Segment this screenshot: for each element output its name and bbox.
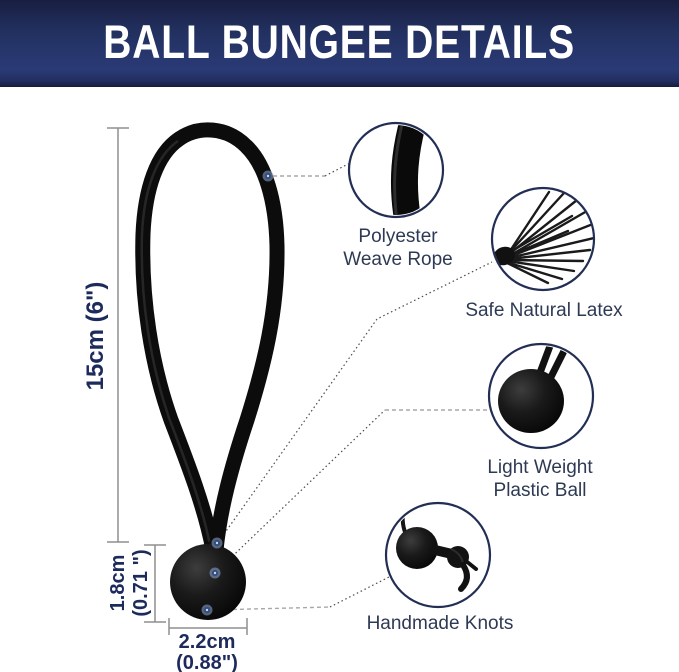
- leader-line-knot-end: [329, 576, 390, 608]
- callout-label-plastic-ball: Light Weight Plastic Ball: [487, 457, 593, 501]
- bungee-loop-sheen: [140, 139, 212, 546]
- callout-label-polyester: Polyester Weave Rope: [343, 226, 453, 270]
- marker-dot-ball-center: [209, 567, 221, 579]
- dim-label-loop-height: 15cm (6"): [82, 281, 109, 391]
- leader-line-ball: [216, 409, 386, 572]
- callout-label-handmade-knots: Handmade Knots: [366, 613, 514, 634]
- leader-lines: [211, 162, 493, 611]
- callout-label-latex: Safe Natural Latex: [465, 300, 623, 321]
- page-title: BALL BUNGEE DETAILS: [103, 15, 576, 68]
- dim-label-ball-width: 2.2cm (0.88"): [176, 631, 238, 672]
- dim-label-ball-height: 1.8cm (0.71 "): [107, 549, 152, 617]
- callout-ball: [487, 342, 595, 450]
- rope-closeup-icon: [390, 125, 428, 215]
- marker-dots: [201, 170, 274, 616]
- callout-knot: [384, 501, 492, 609]
- callout-rope: [347, 121, 445, 219]
- marker-dot-rope: [262, 170, 274, 182]
- leader-line-latex: [218, 261, 493, 542]
- dimension-lines: [107, 127, 248, 635]
- banner: BALL BUNGEE DETAILS: [0, 0, 679, 87]
- marker-dot-ball-bottom: [201, 604, 213, 616]
- plastic-ball-icon: [498, 346, 575, 433]
- latex-strands-icon: [493, 190, 593, 285]
- leader-line-rope-end: [324, 162, 351, 177]
- bungee-product: [135, 122, 285, 620]
- callout-latex: [490, 186, 596, 292]
- bungee-ball: [170, 544, 246, 620]
- marker-dot-knot-top: [211, 537, 223, 549]
- leader-line-knot: [211, 606, 331, 611]
- knotted-cord-icon: [396, 505, 478, 592]
